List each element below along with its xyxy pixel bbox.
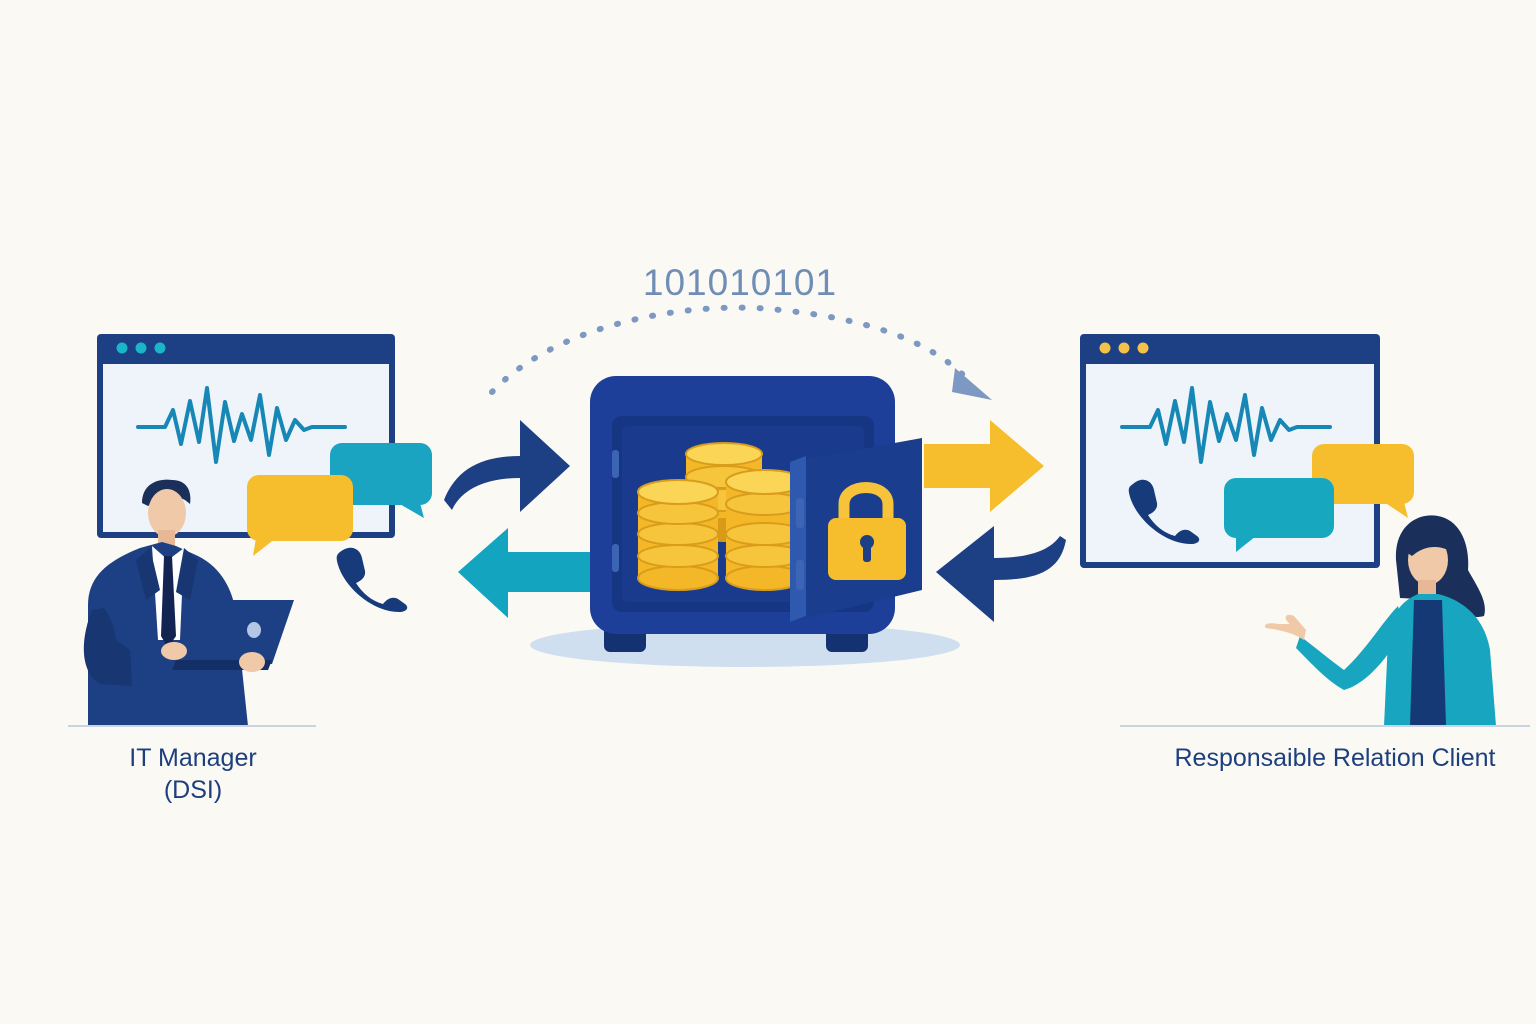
binary-stream-text: 101010101: [643, 262, 837, 303]
left-chat-bubble-icon-gold: [247, 475, 353, 556]
relation-client-figure: [1296, 515, 1496, 726]
it-manager-subtitle: (DSI): [163, 776, 223, 804]
right-chat-bubble-icon-teal: [1224, 478, 1334, 552]
padlock-icon: [828, 482, 906, 580]
left-phone-handset-icon: [336, 547, 408, 612]
it-manager-label: IT Manager (DSI): [60, 742, 326, 806]
left-audio-waveform-icon: [136, 386, 347, 464]
right-exchange-arrow-icon-top: [924, 420, 1044, 512]
left-chat-bubble-icon-teal: [330, 443, 432, 518]
left-exchange-arrow-icon-top: [444, 420, 570, 512]
it-manager-title: IT Manager: [129, 744, 257, 772]
right-exchange-arrow-icon-bottom: [936, 526, 1066, 622]
binary-transfer-arc: [489, 304, 973, 395]
binary-arc-arrowhead: [952, 368, 992, 400]
database-coins-icon: [637, 442, 805, 591]
right-phone-handset-icon: [1128, 479, 1200, 544]
right-audio-waveform-icon: [1120, 386, 1332, 464]
client-hand: [1264, 614, 1306, 640]
relation-client-label: Responsaible Relation Client: [1130, 742, 1536, 774]
right-chat-bubble-icon-gold: [1312, 444, 1414, 518]
relation-client-title: Responsaible Relation Client: [1174, 744, 1496, 772]
left-exchange-arrow-icon-bottom: [458, 528, 590, 618]
it-manager-figure: [83, 479, 248, 726]
